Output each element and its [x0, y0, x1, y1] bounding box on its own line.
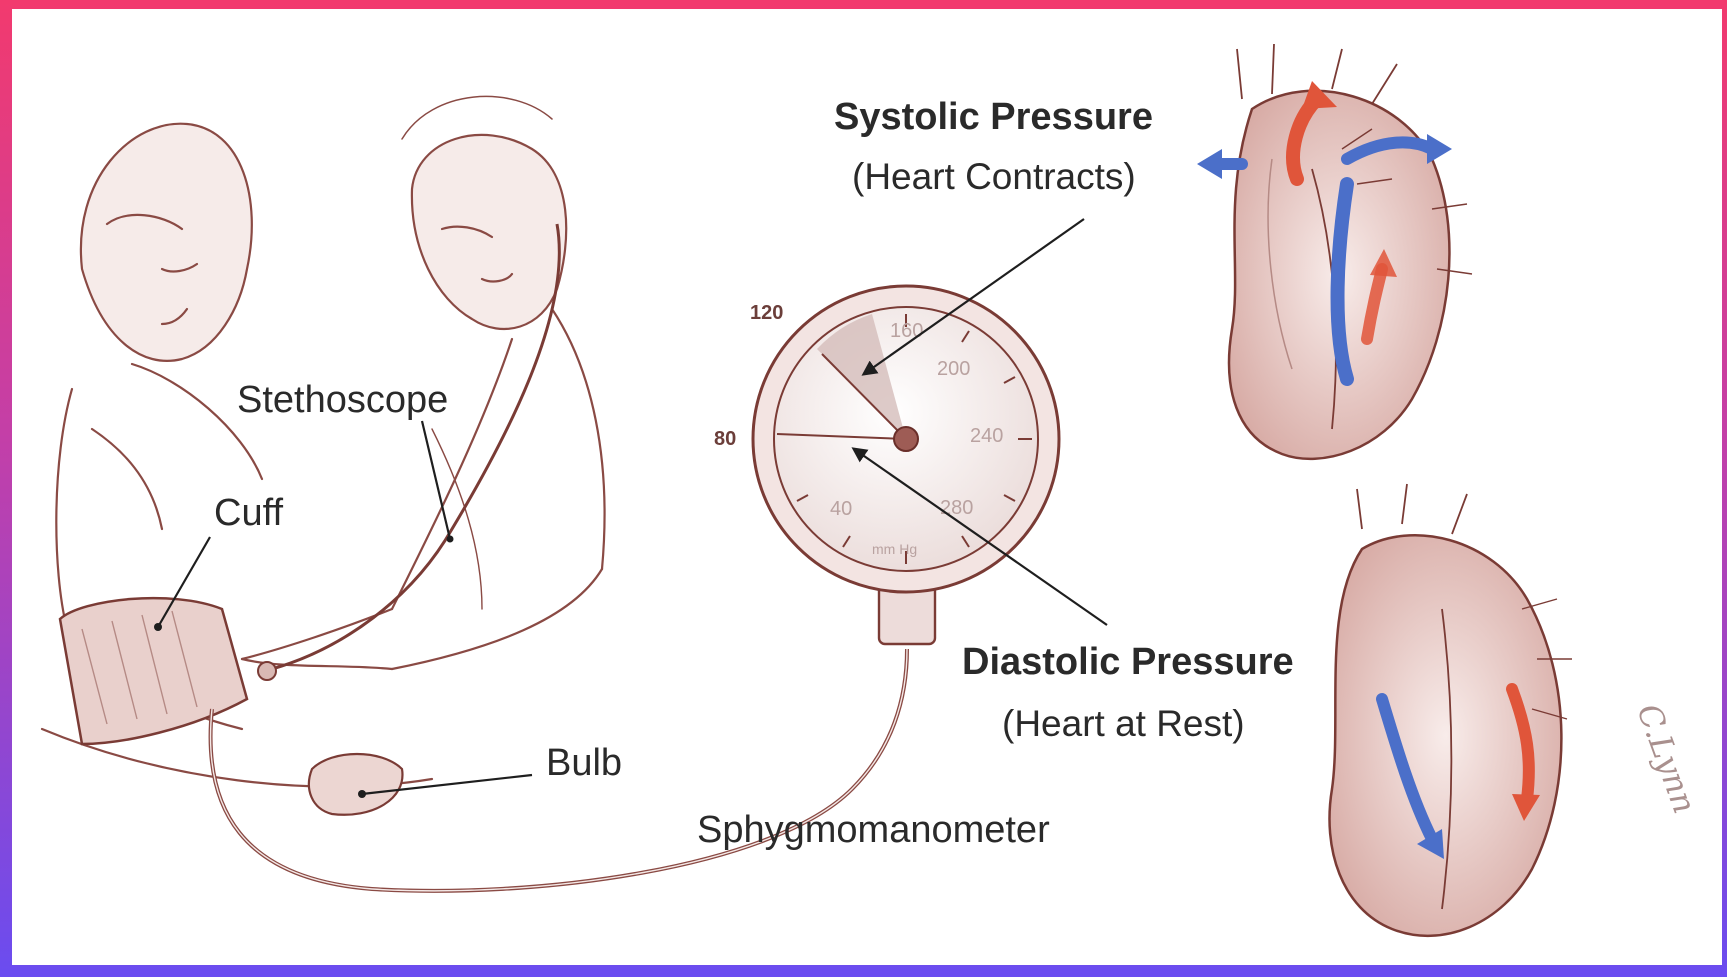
gauge-unit: mm Hg [872, 541, 917, 557]
blood-pressure-illustration: 120 80 160 200 240 280 40 mm Hg [12, 9, 1722, 965]
heart-systole [1197, 44, 1472, 459]
diagram-canvas: 120 80 160 200 240 280 40 mm Hg [12, 9, 1722, 965]
bulb-shape [309, 754, 403, 815]
diastolic-title: Diastolic Pressure [962, 641, 1294, 683]
gauge-tick-240: 240 [970, 425, 1003, 447]
gauge-tick-80: 80 [714, 428, 736, 450]
diastolic-subtitle: (Heart at Rest) [1002, 703, 1245, 744]
gauge-tick-40: 40 [830, 498, 852, 520]
heart-diastole [1330, 484, 1573, 936]
systolic-subtitle: (Heart Contracts) [852, 156, 1136, 197]
cuff-label: Cuff [214, 492, 283, 534]
bulb-label: Bulb [546, 742, 622, 784]
gauge-tick-200: 200 [937, 358, 970, 380]
stethoscope-chestpiece [258, 662, 276, 680]
gauge-tick-120: 120 [750, 302, 783, 324]
systolic-title: Systolic Pressure [834, 96, 1153, 138]
gauge-tick-280: 280 [940, 497, 973, 519]
gauge-tick-160: 160 [890, 320, 923, 342]
sphygmomanometer-label: Sphygmomanometer [697, 809, 1050, 851]
artist-signature: C.Lynn [1629, 699, 1704, 819]
stethoscope-label: Stethoscope [237, 379, 448, 421]
